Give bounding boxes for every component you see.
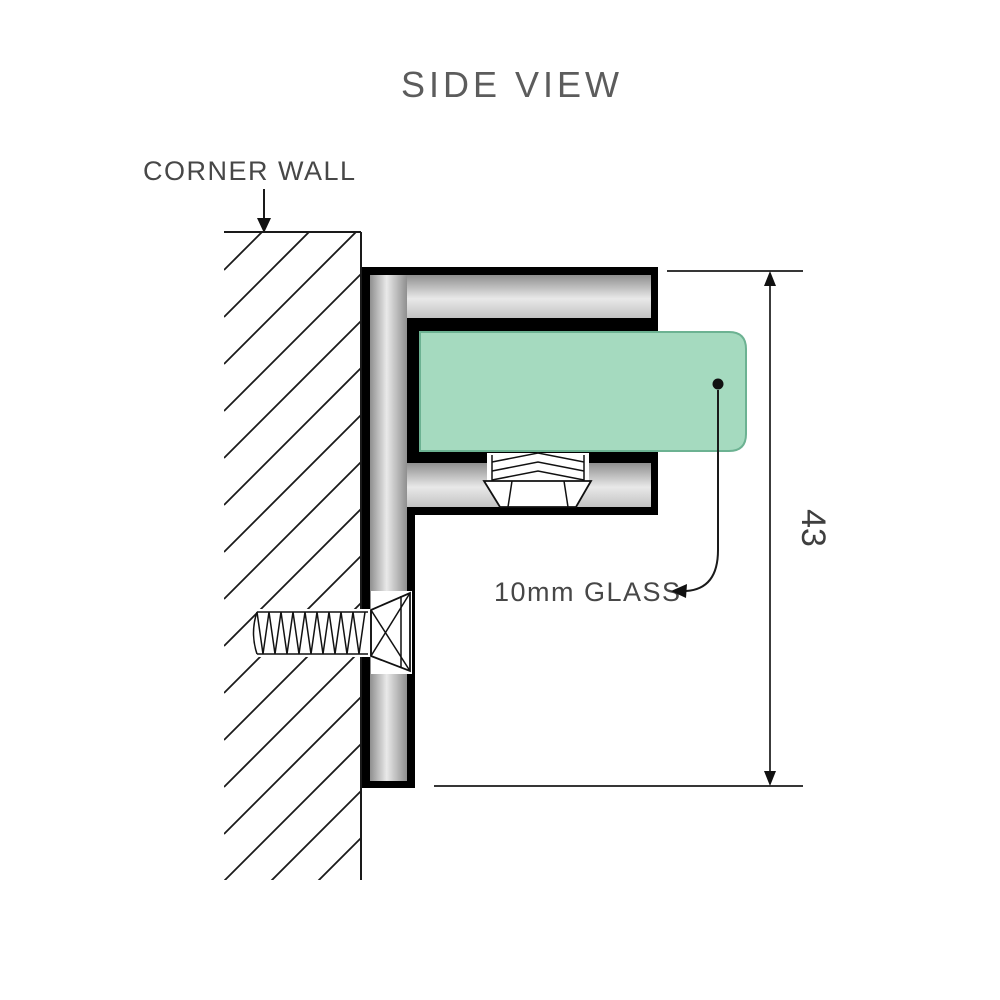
wall: [224, 231, 362, 880]
hatch-line: [224, 366, 362, 506]
grub-screw-cup: [482, 480, 593, 508]
arrow-left-icon: [671, 584, 687, 598]
glass-callout: 10mm GLASS: [494, 378, 724, 607]
glass-panel: [419, 331, 747, 452]
screw-thread-zigzag: [256, 611, 366, 655]
screw-head-cross-line: [370, 592, 411, 657]
glass-label: 10mm GLASS: [494, 577, 682, 607]
dimension-value: 43: [794, 509, 832, 547]
corner-wall-label: CORNER WALL: [143, 156, 357, 186]
hatch-line: [224, 695, 362, 835]
dimension-arrow-up-icon: [764, 271, 776, 286]
grub-screw-cup-line: [563, 480, 569, 508]
grub-screw-cup-line: [507, 480, 513, 508]
glass-leader-line: [685, 390, 719, 592]
hatch-line: [224, 507, 362, 647]
height-dimension: 43: [434, 270, 832, 787]
hatch-line: [224, 742, 362, 880]
hatch-line: [224, 648, 362, 788]
grub-screw-body: [487, 453, 589, 481]
dimension-arrow-down-icon: [764, 771, 776, 786]
hatch-line: [224, 233, 263, 271]
grub-screw: [482, 452, 593, 508]
grub-screw-thread: [491, 470, 585, 481]
hatch-line: [224, 460, 362, 600]
hatch-line: [317, 836, 362, 880]
hatch-line: [224, 233, 357, 365]
corner-wall-callout: CORNER WALL: [143, 156, 357, 233]
page-title: SIDE VIEW: [401, 64, 623, 105]
leader-dot-icon: [712, 378, 724, 390]
bracket-top-arm: [370, 275, 651, 318]
hatch-line: [224, 233, 310, 318]
hatch-line: [224, 413, 362, 553]
screw-head-cross-line: [370, 609, 411, 672]
hatch-line: [224, 319, 362, 459]
wall-fixing-screw: [252, 591, 412, 674]
hatch-line: [224, 272, 362, 412]
wall-hatching: [224, 233, 362, 880]
grub-screw-thread: [491, 452, 585, 463]
bracket-spine: [370, 275, 407, 781]
screw-tip: [252, 611, 258, 655]
hatch-line: [270, 789, 362, 880]
grub-screw-thread: [491, 461, 585, 472]
arrow-down-icon: [257, 218, 271, 233]
